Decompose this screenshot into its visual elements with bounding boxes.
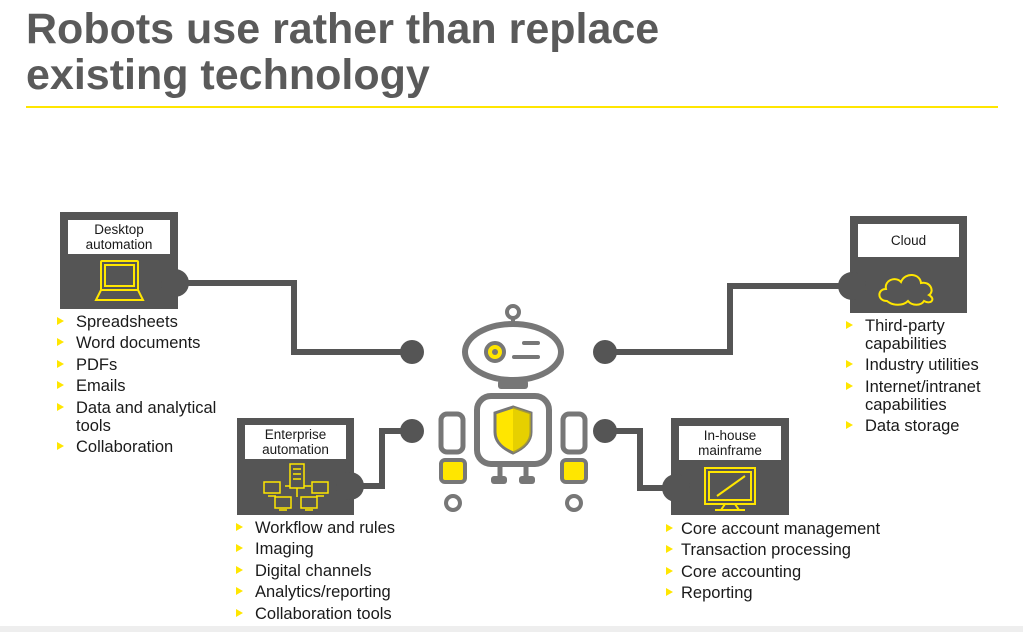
bullet-arrow-icon bbox=[236, 544, 243, 553]
robot-shield-icon bbox=[438, 304, 588, 512]
list-item: Third-party capabilities bbox=[844, 317, 1004, 353]
desktop-label-line-2: automation bbox=[85, 237, 153, 252]
laptop-icon bbox=[94, 260, 145, 301]
list-item: Collaboration tools bbox=[234, 605, 444, 623]
connector-dot-desktop bbox=[400, 340, 424, 364]
bullet-arrow-icon bbox=[236, 523, 243, 531]
enterprise-automation-label: Enterprise automation bbox=[245, 425, 346, 459]
title-underline bbox=[26, 106, 998, 108]
list-item: Core account management bbox=[666, 520, 926, 538]
bullet-arrow-icon bbox=[666, 588, 673, 597]
bullet-arrow-icon bbox=[57, 317, 64, 325]
mainframe-label-line-2: mainframe bbox=[698, 443, 762, 458]
bullet-arrow-icon bbox=[666, 545, 673, 554]
connector-dot-cloud bbox=[593, 340, 617, 364]
bullet-arrow-icon bbox=[57, 381, 64, 390]
list-item: PDFs bbox=[55, 356, 245, 374]
enterprise-label-line-2: automation bbox=[262, 442, 329, 457]
list-item: Transaction processing bbox=[666, 541, 926, 559]
connector-lines bbox=[175, 280, 850, 491]
bullet-arrow-icon bbox=[666, 566, 673, 575]
desktop-automation-list: Spreadsheets Word documents PDFs Emails … bbox=[55, 313, 245, 459]
list-item: Collaboration bbox=[55, 438, 245, 456]
desktop-label-line-1: Desktop bbox=[94, 222, 144, 237]
connector-desktop bbox=[175, 280, 412, 355]
cloud-list: Third-party capabilities Industry utilit… bbox=[844, 317, 1004, 439]
list-item: Spreadsheets bbox=[55, 313, 245, 331]
bullet-arrow-icon bbox=[236, 587, 243, 596]
list-item: Reporting bbox=[666, 584, 926, 602]
list-item: Industry utilities bbox=[844, 356, 1004, 374]
bullet-arrow-icon bbox=[57, 402, 64, 411]
desktop-automation-label: Desktop automation bbox=[68, 220, 170, 254]
connector-mainframe bbox=[605, 428, 676, 491]
list-item: Internet/intranet capabilities bbox=[844, 378, 1004, 414]
connector-enterprise bbox=[350, 428, 412, 489]
title-line-1: Robots use rather than replace bbox=[26, 5, 660, 53]
title-line-2: existing technology bbox=[26, 51, 430, 99]
enterprise-label-line-1: Enterprise bbox=[264, 427, 327, 442]
connector-end-dots bbox=[400, 340, 617, 443]
page-title: Robots use rather than replace existing … bbox=[26, 6, 659, 98]
cloud-label: Cloud bbox=[858, 224, 959, 257]
bullet-arrow-icon bbox=[846, 360, 853, 369]
bullet-arrow-icon bbox=[236, 565, 243, 574]
list-item: Imaging bbox=[234, 540, 444, 558]
list-item: Data storage bbox=[844, 417, 1004, 435]
monitor-icon bbox=[704, 467, 756, 511]
bullet-arrow-icon bbox=[846, 321, 853, 329]
list-item: Analytics/reporting bbox=[234, 583, 444, 601]
mainframe-label: In-house mainframe bbox=[679, 426, 781, 460]
list-item: Digital channels bbox=[234, 562, 444, 580]
bullet-arrow-icon bbox=[846, 381, 853, 390]
list-item: Word documents bbox=[55, 334, 245, 352]
bullet-arrow-icon bbox=[236, 608, 243, 617]
footer-strip bbox=[0, 626, 1023, 632]
bullet-arrow-icon bbox=[57, 441, 64, 450]
list-item: Core accounting bbox=[666, 563, 926, 581]
connector-dot-mainframe bbox=[593, 419, 617, 443]
enterprise-automation-list: Workflow and rules Imaging Digital chann… bbox=[234, 519, 444, 626]
list-item: Data and analytical tools bbox=[55, 399, 245, 435]
network-building-icon bbox=[263, 463, 329, 511]
cloud-icon bbox=[878, 274, 934, 306]
connector-cloud bbox=[605, 283, 850, 355]
mainframe-label-line-1: In-house bbox=[703, 428, 757, 443]
bullet-arrow-icon bbox=[846, 421, 853, 430]
cloud-label-text: Cloud bbox=[890, 233, 927, 248]
list-item: Workflow and rules bbox=[234, 519, 444, 537]
connector-dot-enterprise bbox=[400, 419, 424, 443]
bullet-arrow-icon bbox=[57, 359, 64, 368]
list-item: Emails bbox=[55, 377, 245, 395]
bullet-arrow-icon bbox=[666, 524, 673, 532]
bullet-arrow-icon bbox=[57, 338, 64, 347]
mainframe-list: Core account management Transaction proc… bbox=[666, 520, 926, 606]
